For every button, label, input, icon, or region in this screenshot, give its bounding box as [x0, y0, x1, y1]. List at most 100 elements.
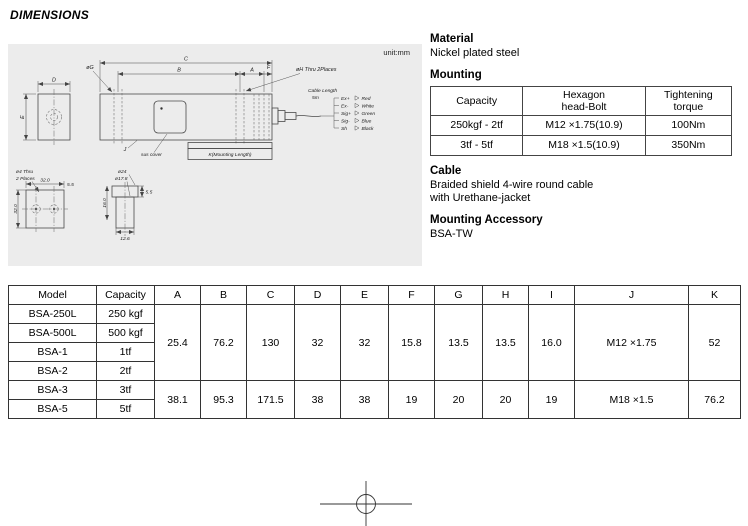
value-cell-A: 25.4: [154, 304, 201, 381]
mounting-heading: Mounting: [430, 69, 482, 81]
side-view: C B A F øG øH Thru 2Places J sus cov: [86, 57, 337, 160]
value-cell-H: 13.5: [482, 304, 529, 381]
col-header-bolt: Hexagon head-Bolt: [522, 86, 646, 116]
value-cell-C: 171.5: [246, 380, 295, 419]
material-value: Nickel plated steel: [430, 47, 520, 59]
table-row: BSA-500L 500 kgf: [8, 323, 741, 343]
detail-mounting-holes: ø4 Thru 2 Places 32.0 5.5 32.0: [13, 169, 74, 232]
value-cell-D: 38: [294, 380, 341, 419]
wire-color-label: Red: [362, 96, 371, 102]
model-cell: BSA-500L: [8, 323, 97, 343]
capacity-cell: 3tf: [96, 380, 155, 400]
wire-color-label: Black: [362, 126, 375, 132]
capacity-cell: 5tf: [96, 399, 155, 419]
wire-arrow-icon: [354, 102, 360, 109]
model-cell: BSA-250L: [8, 304, 97, 324]
dim-e-label: E: [20, 115, 26, 119]
value-cell-F: 15.8: [388, 304, 435, 381]
accessory-value: BSA-TW: [430, 228, 473, 240]
end-view: D E: [20, 78, 71, 145]
dim-j-label: J: [123, 147, 127, 153]
mounting-table: Capacity Hexagon head-Bolt Tightening to…: [429, 86, 733, 156]
col-header: I: [528, 285, 575, 305]
wire-row: Ex+ Red: [341, 95, 371, 102]
table-row: 3tf - 5tf M18 ×1.5(10.9) 350Nm: [429, 135, 733, 156]
phi-h-label: øH Thru 2Places: [296, 67, 337, 73]
col-header-torque: Tightening torque: [644, 86, 733, 116]
torque-cell: 350Nm: [644, 135, 733, 156]
value-cell-G: 20: [434, 380, 483, 419]
wire-arrow-icon: [354, 117, 360, 124]
capacity-cell: 250kgf - 2tf: [429, 115, 524, 136]
col-header: C: [246, 285, 295, 305]
detail-b-dim-bottom: 12.6: [120, 236, 130, 242]
cable-length-label: Cable Length: [308, 88, 337, 94]
hole-callout-line2: 2 Places: [15, 176, 35, 182]
value-cell-A: 38.1: [154, 380, 201, 419]
value-cell-J: M18 ×1.5: [574, 380, 689, 419]
hole-callout-line1: ø4 Thru: [16, 169, 33, 175]
sus-cover: [153, 100, 187, 134]
table-row: BSA-5 5tf: [8, 399, 741, 419]
capacity-cell: 500 kgf: [96, 323, 155, 343]
value-cell-B: 76.2: [200, 304, 247, 381]
col-header: B: [200, 285, 247, 305]
col-header: D: [294, 285, 341, 305]
wire-list: Ex+ Red Ex- White Sig+ Green: [333, 95, 376, 132]
wire-signal-label: Sig+: [341, 111, 351, 117]
col-header-capacity: Capacity: [429, 86, 524, 116]
col-header: A: [154, 285, 201, 305]
wire-signal-label: Ex-: [341, 103, 349, 109]
registration-mark: [320, 481, 412, 526]
wire-signal-label: Ex+: [341, 96, 350, 102]
dimensions-table: Model Capacity A B C D E F G H I J K BSA…: [8, 285, 741, 419]
model-cell: BSA-3: [8, 380, 97, 400]
value-cell-G: 13.5: [434, 304, 483, 381]
table-row: BSA-2 2tf: [8, 361, 741, 381]
detail-a-dim-offset: 5.5: [67, 182, 74, 188]
value-cell-J: M12 ×1.75: [574, 304, 689, 381]
table-row: Capacity Hexagon head-Bolt Tightening to…: [429, 86, 733, 116]
detail-boss-profile: ø24 ø17.8 16.0 5.5 12.6: [102, 169, 153, 242]
specs-column: Material Nickel plated steel Mounting Ca…: [429, 33, 736, 241]
cable-assembly: Cable Length 5m Ex+ Red Ex-: [271, 88, 376, 132]
table-row: BSA-3 3tf 38.1 95.3 171.5 38 38 19 20 20…: [8, 380, 741, 419]
dim-f-label: F: [267, 65, 271, 71]
cable-length-value: 5m: [312, 95, 319, 101]
cable-description-line1: Braided shield 4-wire round cable: [430, 179, 594, 191]
value-cell-I: 16.0: [528, 304, 575, 381]
page-title: DIMENSIONS: [10, 8, 90, 22]
wire-row: Ex- White: [341, 102, 374, 109]
mounting-length-box: K(Mounting Length): [187, 142, 273, 160]
wire-signal-label: Sh: [341, 126, 347, 132]
value-cell-K: 76.2: [688, 380, 741, 419]
value-cell-E: 38: [340, 380, 389, 419]
sus-cover-label: sus cover: [141, 152, 162, 158]
model-cell: BSA-1: [8, 342, 97, 362]
model-cell: BSA-5: [8, 399, 97, 419]
wire-color-label: Green: [362, 111, 376, 117]
wire-signal-label: Sig-: [341, 118, 350, 124]
unit-label: unit:mm: [383, 48, 410, 57]
dim-d-label: D: [52, 78, 56, 84]
detail-b-dim-step: 5.5: [146, 190, 153, 196]
value-cell-H: 20: [482, 380, 529, 419]
bolt-cell: M18 ×1.5(10.9): [522, 135, 646, 156]
capacity-cell: 1tf: [96, 342, 155, 362]
model-cell: BSA-2: [8, 361, 97, 381]
value-cell-K: 52: [688, 304, 741, 381]
col-header: K: [688, 285, 741, 305]
accessory-heading: Mounting Accessory: [430, 214, 543, 226]
value-cell-B: 95.3: [200, 380, 247, 419]
wire-row: Sh Black: [341, 125, 375, 132]
wire-arrow-icon: [354, 95, 360, 101]
table-row: BSA-250L 250 kgf 25.4 76.2 130 32 32 15.…: [8, 304, 741, 381]
mounting-length-label: K(Mounting Length): [209, 152, 252, 158]
col-header: H: [482, 285, 529, 305]
cable-description-line2: with Urethane-jacket: [430, 192, 531, 204]
capacity-cell: 3tf - 5tf: [429, 135, 524, 156]
torque-cell: 100Nm: [644, 115, 733, 136]
dim-b-label: B: [177, 68, 181, 74]
detail-a-dim-top: 32.0: [40, 178, 50, 184]
